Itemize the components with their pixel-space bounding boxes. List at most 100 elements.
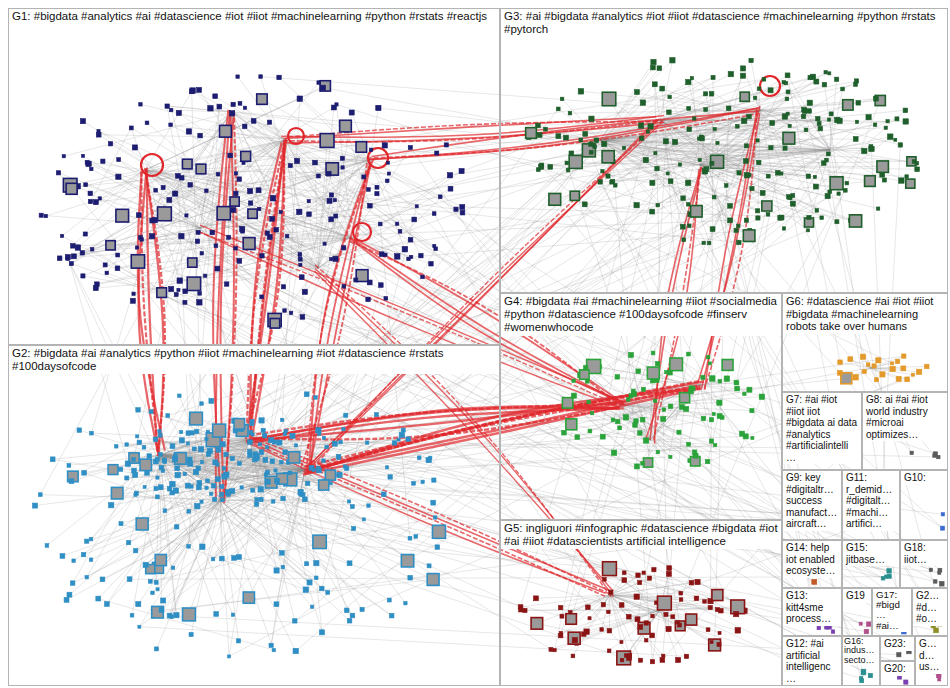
graph-edge bbox=[610, 595, 679, 625]
vertex bbox=[119, 522, 123, 526]
graph-edge bbox=[830, 79, 837, 150]
vertex bbox=[129, 126, 133, 130]
vertex bbox=[650, 180, 655, 185]
vertex bbox=[744, 218, 748, 222]
vertex bbox=[62, 155, 65, 158]
vertex bbox=[187, 461, 192, 466]
vertex bbox=[366, 297, 370, 301]
vertex bbox=[849, 215, 861, 227]
graph-edge bbox=[73, 475, 135, 583]
graph-edge bbox=[47, 455, 160, 545]
vertex bbox=[198, 292, 202, 296]
vertex bbox=[407, 257, 411, 261]
vertex bbox=[220, 492, 224, 496]
vertex bbox=[704, 108, 708, 112]
vertex bbox=[651, 59, 656, 64]
vertex bbox=[188, 258, 197, 267]
vertex bbox=[352, 526, 356, 530]
vertex bbox=[231, 102, 235, 106]
vertex bbox=[180, 431, 183, 434]
vertex bbox=[829, 112, 833, 116]
vertex bbox=[149, 234, 154, 239]
vertex bbox=[862, 148, 867, 153]
graph-edge bbox=[87, 162, 843, 444]
vertex bbox=[743, 159, 748, 164]
graph-edge bbox=[232, 112, 440, 197]
vertex bbox=[782, 81, 785, 84]
vertex bbox=[270, 216, 275, 221]
vertex bbox=[45, 544, 49, 548]
vertex bbox=[154, 647, 158, 651]
vertex bbox=[108, 142, 112, 146]
vertex bbox=[131, 255, 144, 268]
vertex bbox=[159, 608, 164, 613]
vertex bbox=[294, 444, 297, 447]
vertex bbox=[652, 82, 657, 87]
vertex bbox=[300, 315, 305, 320]
graph-edge bbox=[196, 419, 250, 440]
vertex bbox=[711, 75, 715, 79]
vertex bbox=[208, 106, 213, 111]
vertex bbox=[726, 106, 731, 111]
graph-edge bbox=[220, 500, 350, 621]
vertex bbox=[762, 201, 772, 211]
vertex bbox=[187, 509, 191, 513]
vertex bbox=[281, 285, 285, 289]
vertex bbox=[827, 118, 830, 121]
vertex bbox=[325, 470, 335, 480]
vertex bbox=[640, 100, 645, 105]
vertex bbox=[274, 568, 279, 573]
graph-edge bbox=[232, 112, 300, 255]
vertex bbox=[243, 106, 246, 109]
vertex bbox=[340, 156, 344, 160]
vertex bbox=[302, 497, 307, 502]
graph-edge bbox=[140, 112, 232, 237]
graph-edge-heavy bbox=[704, 111, 757, 389]
graph-edge bbox=[202, 440, 250, 547]
vertex bbox=[320, 85, 325, 90]
vertex bbox=[698, 158, 701, 161]
vertex bbox=[227, 235, 231, 239]
vertex bbox=[367, 504, 370, 507]
vertex bbox=[66, 183, 77, 194]
vertex bbox=[139, 103, 142, 106]
vertex bbox=[274, 602, 279, 607]
vertex bbox=[320, 134, 334, 148]
vertex bbox=[360, 607, 364, 611]
vertex bbox=[327, 198, 332, 203]
vertex bbox=[187, 544, 191, 548]
vertex bbox=[237, 177, 241, 181]
vertex bbox=[668, 95, 671, 98]
graph-edge bbox=[220, 500, 282, 553]
graph-edge bbox=[700, 147, 871, 165]
graph-edge bbox=[610, 595, 708, 630]
vertex bbox=[81, 552, 85, 556]
vertex bbox=[824, 71, 827, 74]
vertex bbox=[668, 179, 673, 184]
graph-edge-heavy bbox=[250, 408, 620, 440]
vertex bbox=[786, 90, 790, 94]
vertex bbox=[127, 577, 132, 582]
vertex bbox=[344, 413, 348, 417]
graph-edge bbox=[160, 455, 161, 610]
vertex bbox=[402, 246, 407, 251]
vertex bbox=[807, 215, 811, 219]
vertex bbox=[395, 254, 400, 259]
vertex bbox=[156, 588, 159, 591]
vertex bbox=[687, 224, 691, 228]
vertex bbox=[816, 117, 820, 121]
vertex bbox=[582, 202, 587, 207]
graph-edge bbox=[760, 85, 824, 110]
graph-edge bbox=[73, 442, 139, 476]
vertex bbox=[435, 151, 439, 155]
vertex bbox=[195, 239, 199, 243]
graph-edge bbox=[233, 104, 285, 140]
vertex bbox=[760, 191, 765, 196]
vertex bbox=[769, 146, 773, 150]
vertex bbox=[454, 207, 458, 211]
graph-edge bbox=[160, 455, 233, 615]
vertex bbox=[200, 544, 205, 549]
graph-edge bbox=[68, 258, 198, 506]
graph-edge bbox=[318, 108, 334, 268]
vertex bbox=[187, 277, 200, 290]
